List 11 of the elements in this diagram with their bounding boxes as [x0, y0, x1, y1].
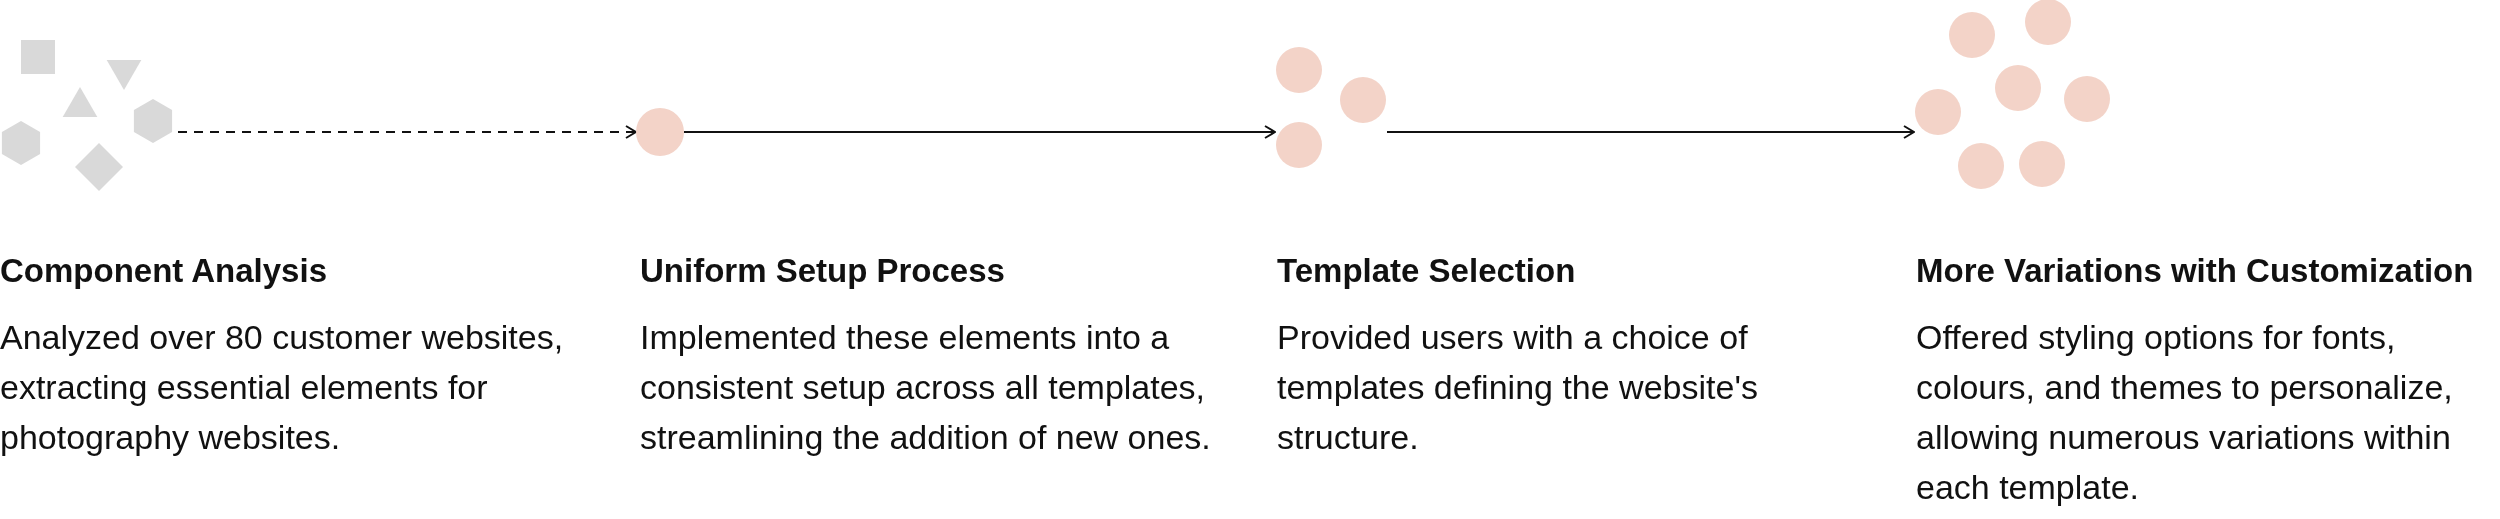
step-description: Analyzed over 80 customer websites, extracting essential elements for photography websites.: [0, 317, 565, 458]
step-heading: Component Analysis: [0, 252, 328, 290]
step-description: Implemented these elements into a consistent setup across all templates, streamlining the addition of new ones.: [640, 317, 1212, 458]
arrow: [683, 125, 1276, 139]
step-description: Offered styling options for fonts, colours, and themes to personalize, allowing numerous variations within each template.: [1916, 317, 2454, 508]
step-heading: Template Selection: [1277, 252, 1577, 290]
step-heading: More Variations with Customization: [1916, 252, 2475, 290]
step-heading: Uniform Setup Process: [640, 252, 1006, 290]
arrow: [1386, 125, 1915, 139]
step-description: Provided users with a choice of templates defining the website's structure.: [1277, 317, 1759, 458]
arrow: [177, 125, 637, 139]
